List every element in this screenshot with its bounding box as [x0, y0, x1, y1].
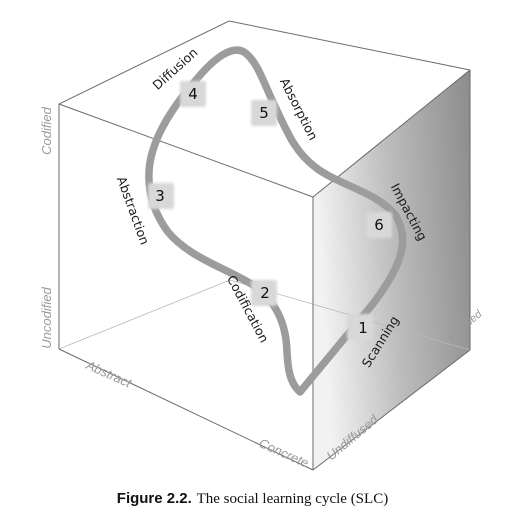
figure-caption-text: The social learning cycle (SLC) [196, 491, 389, 507]
step-number-2: 2 [260, 284, 270, 302]
axis-label-abstract: Abstract [83, 357, 135, 391]
step-number-1: 1 [358, 319, 368, 337]
step-number-4: 4 [188, 85, 198, 103]
axis-label-uncodified: Uncodified [39, 287, 54, 349]
step-badges [148, 81, 392, 340]
figure-caption-label: Figure 2.2. [116, 490, 192, 507]
axis-label-codified: Codified [39, 106, 54, 154]
figure-caption: Figure 2.2. The social learning cycle (S… [0, 489, 505, 508]
step-number-6: 6 [374, 216, 384, 234]
step-number-3: 3 [155, 187, 165, 205]
step-number-5: 5 [259, 104, 269, 122]
axis-label-concrete: Concrete [257, 435, 311, 470]
cube-edges [58, 20, 471, 471]
